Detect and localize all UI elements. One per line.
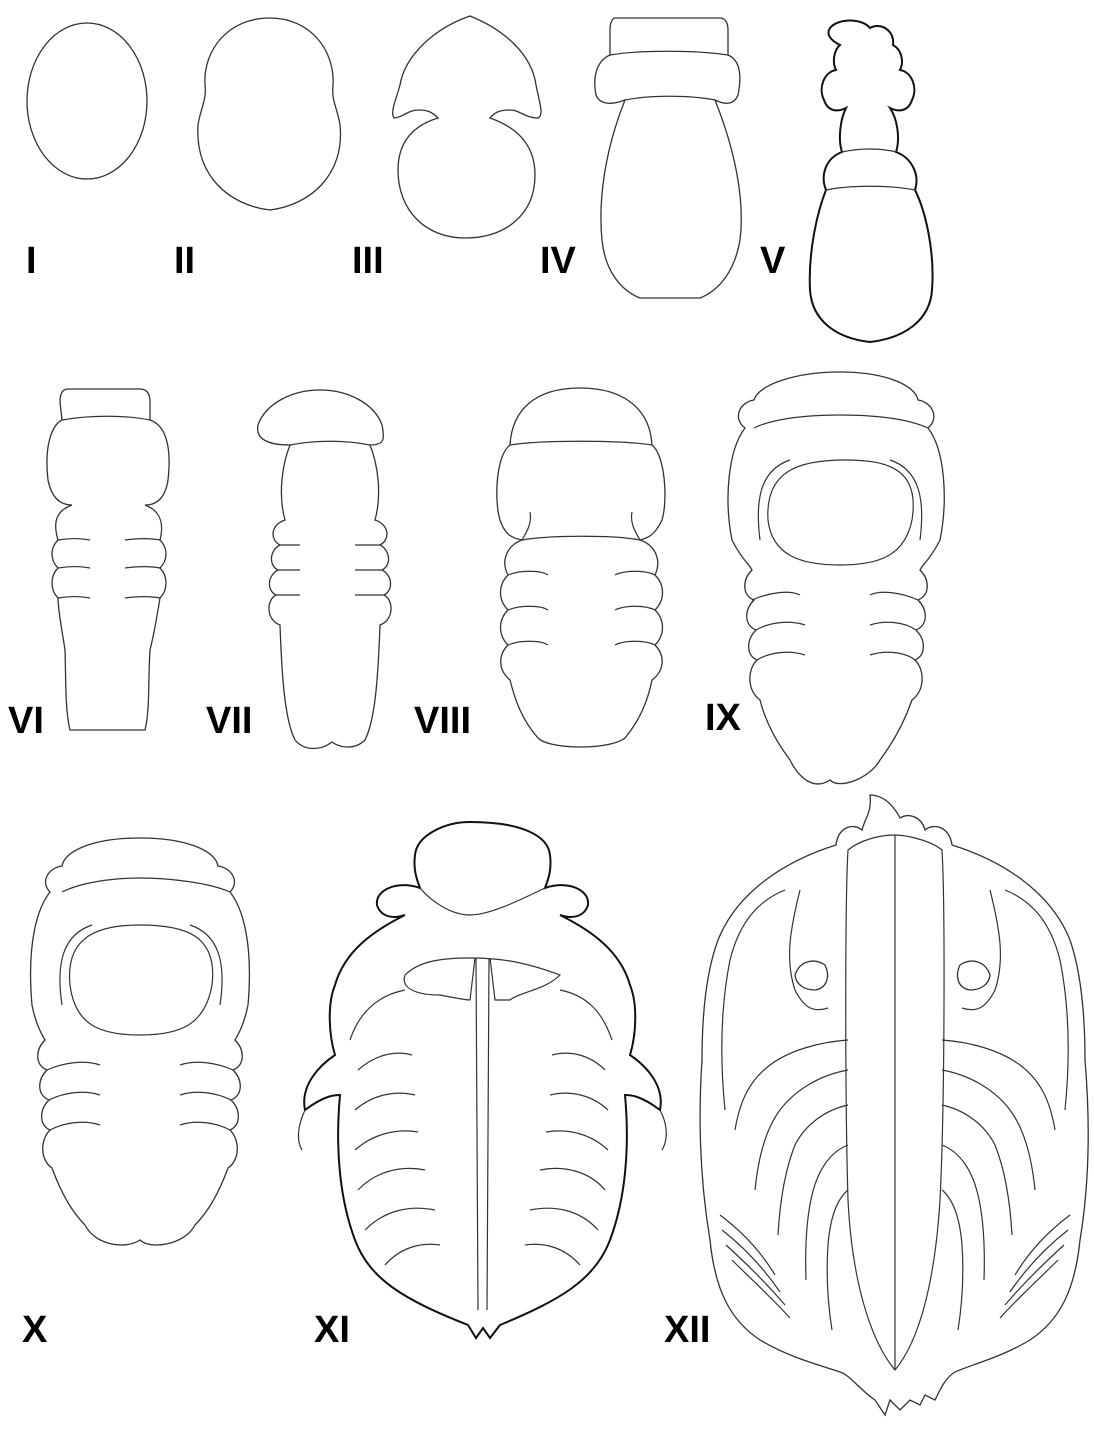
stage-v-drawing bbox=[810, 21, 933, 343]
stage-ii-drawing bbox=[198, 18, 341, 210]
stage-iii-drawing bbox=[393, 16, 541, 238]
stage-i-label: I bbox=[26, 240, 37, 282]
stage-iv-drawing bbox=[595, 18, 742, 298]
stage-vii-drawing bbox=[258, 390, 391, 749]
stage-xi-label: XI bbox=[314, 1309, 350, 1351]
stage-x-drawing bbox=[31, 838, 250, 1245]
stage-iv-label: IV bbox=[540, 240, 577, 282]
stage-viii-label: VIII bbox=[414, 700, 471, 742]
stage-vi-drawing bbox=[47, 389, 169, 730]
stage-i-drawing bbox=[27, 23, 147, 179]
stage-xii-drawing bbox=[700, 795, 1088, 1415]
stage-viii-drawing bbox=[497, 388, 665, 747]
stage-v-label: V bbox=[760, 240, 786, 282]
stage-ix-label: IX bbox=[705, 697, 742, 739]
stage-x-label: X bbox=[22, 1309, 48, 1351]
stage-ii-label: II bbox=[174, 240, 195, 282]
stage-vi-label: VI bbox=[8, 700, 44, 742]
stage-vii-label: VII bbox=[206, 700, 252, 742]
stage-xii-label: XII bbox=[664, 1309, 710, 1351]
stage-ix-drawing bbox=[728, 372, 944, 784]
stage-xi-drawing bbox=[298, 822, 666, 1338]
stage-iii-label: III bbox=[352, 240, 384, 282]
